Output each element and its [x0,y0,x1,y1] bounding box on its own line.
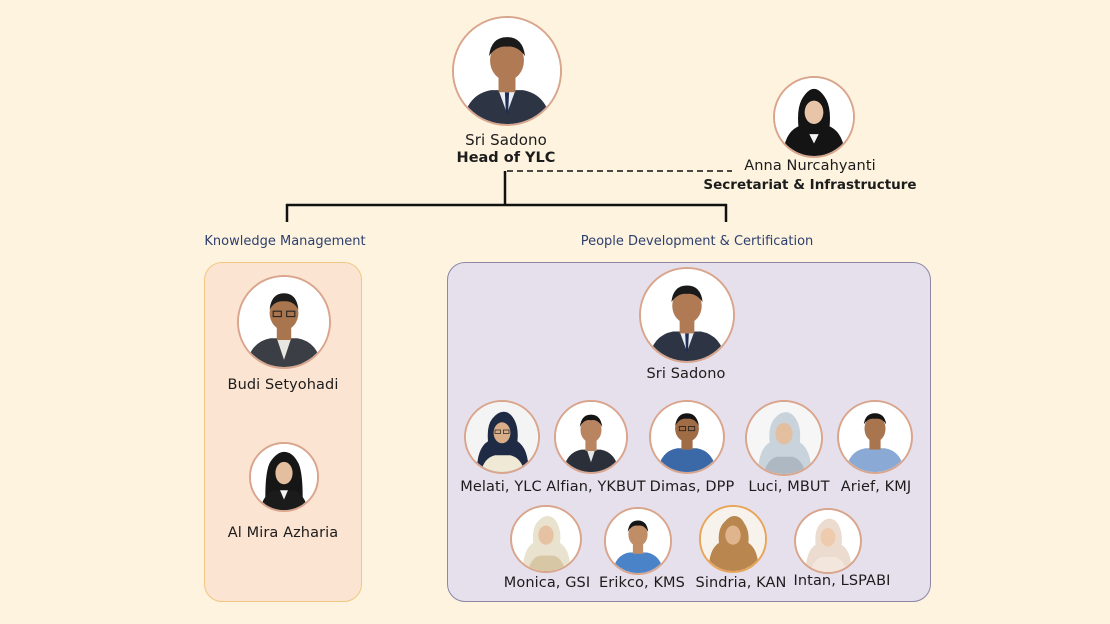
pd-member-photo [464,400,540,474]
pd-lead-photo [639,267,735,363]
secretariat-name: Anna Nurcahyanti [744,158,876,174]
pd-member-name: Dimas, DPP [649,479,735,495]
pd-member-name: Intan, LSPABI [793,573,891,589]
pd-member-name: Arief, KMJ [840,479,912,495]
pd-member-name: Alfian, YKBUT [546,479,646,495]
km-member-name: Al Mira Azharia [227,525,339,541]
head-name: Sri Sadono [465,131,547,149]
pd-member-photo [837,400,913,474]
km-member-photo [237,275,331,369]
km-member-name: Budi Setyohadi [227,377,339,393]
pd-member-name: Melati, YLC [460,479,542,495]
pd-member-name: Sindria, KAN [695,575,787,591]
pd-member-name: Luci, MBUT [748,479,830,495]
pd-member-photo [794,508,862,574]
head-role: Head of YLC [456,150,556,166]
secretariat-role: Secretariat & Infrastructure [703,177,917,193]
pd-member-photo [554,400,628,474]
pd-member-name: Erikco, KMS [599,575,685,591]
head-photo [452,16,562,126]
pd-member-photo [699,505,767,573]
knowledge-management-title: Knowledge Management [204,234,366,249]
pd-member-name: Monica, GSI [503,575,591,591]
pd-member-photo [510,505,582,573]
people-development-title: People Development & Certification [580,234,814,249]
pd-member-photo [649,400,725,474]
km-member-photo [249,442,319,512]
pd-lead-name: Sri Sadono [646,366,726,382]
secretariat-photo [773,76,855,158]
pd-member-photo [604,507,672,575]
pd-member-photo [745,400,823,476]
